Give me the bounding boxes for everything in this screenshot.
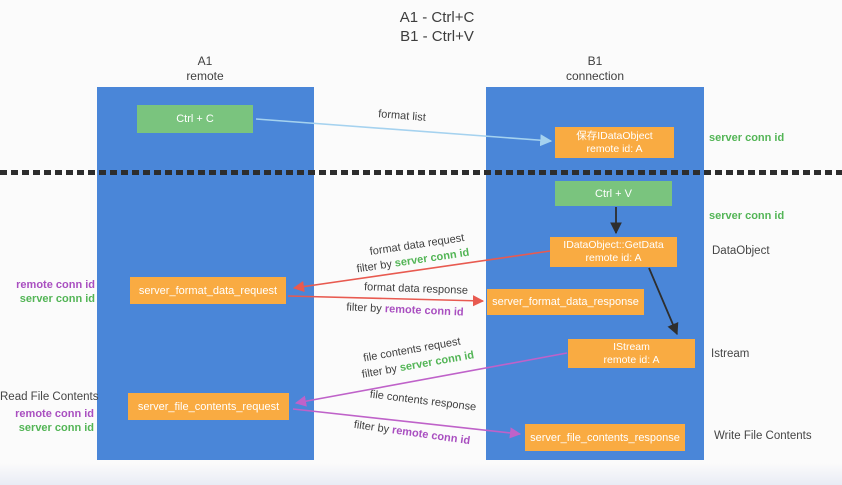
bottom-fade <box>0 463 842 485</box>
server-file-contents-request-node: server_file_contents_request <box>128 393 289 420</box>
filter-by-text: filter by <box>355 257 396 276</box>
column-a1-role: remote <box>186 69 224 83</box>
filter-by-text: filter by <box>346 301 386 316</box>
column-header-b1: B1 connection <box>540 54 650 84</box>
filter-by-text: filter by <box>353 418 393 437</box>
istream-remote-id: remote id: A <box>603 353 660 366</box>
server-format-data-response-node: server_format_data_response <box>487 289 644 315</box>
istream-node: IStream remote id: A <box>568 339 695 368</box>
annotation-remote-conn-id-top: remote conn id <box>16 279 95 291</box>
ctrl-v-node: Ctrl + V <box>555 181 672 206</box>
section-divider-dotted-line <box>0 170 842 175</box>
server-file-contents-response-label: server_file_contents_response <box>530 431 680 444</box>
server-format-data-request-label: server_format_data_request <box>138 284 278 297</box>
annotation-server-conn-id-mid: server conn id <box>709 210 785 222</box>
annotation-left-conn-ids-top: remote conn id server conn id <box>0 278 95 306</box>
column-header-a1: A1 remote <box>150 54 260 84</box>
column-a1-name: A1 <box>197 54 213 68</box>
annotation-read-file-contents: Read File Contents <box>0 391 99 403</box>
column-b1-name: B1 <box>587 54 603 68</box>
ctrl-v-label: Ctrl + V <box>595 187 632 200</box>
column-b1-role: connection <box>565 69 625 83</box>
remote-conn-id-text: remote conn id <box>391 424 471 448</box>
save-idataobject-node: 保存IDataObject remote id: A <box>555 127 674 158</box>
annotation-left-read-block: Read File Contents remote conn id server… <box>0 390 99 435</box>
ctrl-c-label: Ctrl + C <box>176 113 214 125</box>
idataobject-getdata-label: IDataObject::GetData <box>563 239 664 251</box>
title-line-1: A1 - Ctrl+C <box>399 9 475 26</box>
filter-by-text: filter by <box>360 362 401 381</box>
istream-label: IStream <box>613 340 650 353</box>
idataobject-getdata-node: IDataObject::GetData remote id: A <box>550 237 677 267</box>
annotation-server-conn-id-top: server conn id <box>709 132 785 144</box>
annotation-write-file-contents: Write File Contents <box>714 430 812 442</box>
label-file-contents-response: file contents response <box>369 388 477 414</box>
annotation-server-conn-id-left-bottom: server conn id <box>18 422 94 434</box>
annotation-server-conn-id-left-top: server conn id <box>19 293 95 305</box>
ctrl-c-node: Ctrl + C <box>137 105 253 133</box>
save-idataobject-remote-id: remote id: A <box>586 142 643 155</box>
remote-conn-id-text: remote conn id <box>384 303 464 319</box>
arrow-format-data-response <box>287 295 485 307</box>
server-format-data-response-label: server_format_data_response <box>492 296 639 308</box>
label-format-list: format list <box>377 108 427 124</box>
annotation-dataobject: DataObject <box>712 245 770 257</box>
label-format-data-response: format data response <box>363 281 469 297</box>
label-filter-by-remote-conn-id-2: filter by remote conn id <box>342 417 482 448</box>
server-file-contents-request-label: server_file_contents_request <box>137 400 280 413</box>
annotation-istream: Istream <box>711 348 750 360</box>
server-format-data-request-node: server_format_data_request <box>130 277 286 304</box>
idataobject-getdata-remote-id: remote id: A <box>585 252 642 264</box>
annotation-remote-conn-id-bottom: remote conn id <box>15 408 94 420</box>
title-line-2: B1 - Ctrl+V <box>400 28 474 45</box>
diagram-title: A1 - Ctrl+C B1 - Ctrl+V <box>337 8 537 46</box>
save-idataobject-label: 保存IDataObject <box>576 129 653 142</box>
server-file-contents-response-node: server_file_contents_response <box>525 424 685 451</box>
label-filter-by-remote-conn-id-1: filter by remote conn id <box>335 301 475 319</box>
